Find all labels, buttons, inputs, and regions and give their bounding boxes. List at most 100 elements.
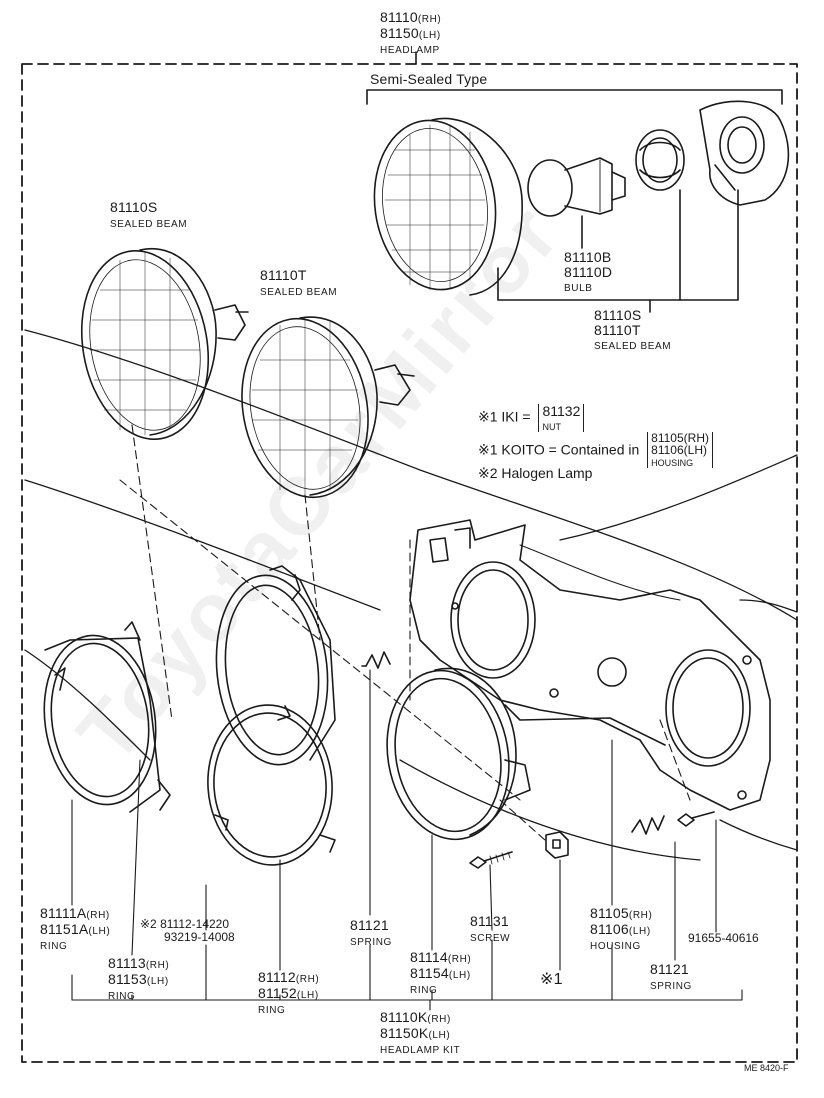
spring-left — [361, 651, 391, 669]
sealed-beam-s — [80, 247, 249, 440]
sealed-t-pn: 81110T — [260, 267, 307, 283]
r81111-a: 81111A — [40, 905, 87, 921]
note-halogen: ※2 Halogen Lamp — [478, 465, 593, 481]
r81112a-b: 93219-14008 — [164, 929, 235, 944]
label-81112: 81112(RH) 81152(LH) RING — [258, 970, 319, 1017]
r81114-a: 81114 — [410, 949, 448, 965]
r81112-rh: (RH) — [295, 974, 320, 985]
note-iki-bracket: 81132 NUT — [538, 403, 585, 432]
sealed-beam-st-label: 81110S 81110T SEALED BEAM — [594, 308, 671, 353]
r81114-b: 81154 — [410, 964, 449, 981]
kit-b: 81150K — [380, 1024, 429, 1041]
r81113-lh: (LH) — [146, 975, 169, 987]
spring-right — [631, 815, 665, 835]
sealed-beam-t — [241, 316, 415, 499]
sealed-st-pn2: 81110T — [594, 321, 641, 338]
body-outline — [24, 329, 798, 861]
r81111-b: 81151A — [40, 920, 89, 937]
note-iki: ※1 IKI = 81132 NUT — [478, 403, 585, 432]
semi-sealed-bracket — [366, 89, 783, 105]
h81105-b: 81106 — [590, 920, 629, 937]
r81111-lh: (LH) — [88, 925, 111, 937]
headlamp-lh-pn: 81150 — [380, 24, 419, 41]
bolt-91655 — [677, 811, 715, 827]
r81113-a: 81113 — [108, 955, 146, 971]
sealed-beam-t-label: 81110T SEALED BEAM — [260, 268, 337, 298]
h81105-a: 81105 — [590, 905, 629, 921]
h81105-lh: (LH) — [628, 925, 651, 937]
label-81114: 81114(RH) 81154(LH) RING — [410, 950, 471, 997]
sealed-st-name: SEALED BEAM — [594, 341, 672, 353]
ring-81111a — [43, 621, 171, 813]
bulb-label: 81110B 81110D BULB — [564, 250, 612, 295]
s81121b-a: 81121 — [650, 961, 689, 977]
headlamp-name: HEADLAMP — [380, 45, 440, 56]
rh-tag: (RH) — [417, 14, 442, 25]
label-mark1: ※1 — [540, 971, 563, 988]
label-81112-14220: ※2 81112-14220 93219-14008 — [140, 918, 235, 943]
ring-81113 — [215, 565, 336, 766]
ring-81112 — [207, 704, 336, 866]
s81121b-name: SPRING — [650, 980, 692, 992]
bulb-socket-cap — [699, 100, 790, 206]
guide-lines — [119, 424, 691, 841]
r81112a-a: 81112-14220 — [160, 917, 230, 931]
note-iki-text: ※1 IKI = — [478, 408, 531, 425]
note-iki-pn: 81132 — [542, 403, 581, 419]
r81113-name: RING — [108, 991, 136, 1002]
assembly-frame — [21, 63, 798, 1063]
r81114-lh: (LH) — [448, 969, 471, 981]
r81111-rh: (RH) — [86, 910, 110, 921]
bulb-pn1: 81110B — [564, 249, 612, 265]
r81112-lh: (LH) — [296, 989, 319, 1001]
bulb-pn2: 81110D — [564, 263, 613, 280]
r81112-a: 81112 — [258, 969, 296, 985]
s81121a-name: SPRING — [350, 936, 392, 948]
note-koito-text: ※1 KOITO = Contained in — [478, 441, 640, 458]
note-koito-bracket: 81105(RH) 81106(LH) HOUSING — [647, 432, 713, 468]
kit-name: HEADLAMP KIT — [380, 1045, 461, 1056]
note-koito-pn2: 81106(LH) — [651, 443, 707, 457]
label-81113: 81113(RH) 81153(LH) RING — [108, 956, 169, 1003]
headlamp-title: 81110(RH) 81150(LH) HEADLAMP — [380, 10, 441, 57]
headlamp-rh-pn: 81110 — [380, 9, 418, 25]
h81105-rh: (RH) — [628, 910, 653, 921]
label-91655: 91655-40616 — [688, 931, 759, 945]
label-81105: 81105(RH) 81106(LH) HOUSING — [590, 906, 652, 953]
r81112-b: 81152 — [258, 984, 297, 1001]
sealed-st-pn1: 81110S — [594, 307, 642, 323]
label-81121-right: 81121 SPRING — [650, 962, 692, 992]
sealed-t-name: SEALED BEAM — [260, 286, 338, 298]
housing — [409, 519, 771, 811]
kit-rh: (RH) — [427, 1014, 451, 1025]
retaining-spring — [635, 129, 685, 191]
sealed-s-pn: 81110S — [110, 199, 158, 215]
label-81111a: 81111A(RH) 81151A(LH) RING — [40, 906, 110, 953]
label-81131: 81131 SCREW — [470, 914, 510, 944]
h81105-name: HOUSING — [590, 941, 641, 952]
r81114-rh: (RH) — [447, 954, 472, 965]
nut-81132 — [545, 831, 569, 859]
semi-sealed-label: Semi-Sealed Type — [370, 71, 488, 87]
bulb-name: BULB — [564, 283, 593, 295]
drawing-code: ME 8420-F — [744, 1063, 789, 1073]
screw-81131 — [469, 851, 513, 869]
leader-lines — [71, 669, 743, 1011]
s81121a-a: 81121 — [350, 917, 389, 933]
r81113-rh: (RH) — [145, 960, 170, 971]
s81131-a: 81131 — [470, 913, 509, 929]
lh-tag: (LH) — [418, 29, 441, 41]
semi-sealed-group-bracket — [497, 189, 739, 313]
r81114-name: RING — [410, 985, 438, 996]
note-koito: ※1 KOITO = Contained in 81105(RH) 81106(… — [478, 432, 713, 468]
note-iki-name: NUT — [542, 422, 561, 432]
kit-lh: (LH) — [428, 1029, 451, 1041]
label-headlamp-kit: 81110K(RH) 81150K(LH) HEADLAMP KIT — [380, 1010, 460, 1057]
sealed-s-name: SEALED BEAM — [110, 218, 188, 230]
ring-81114 — [386, 667, 531, 841]
r81112a-mark: ※2 — [140, 917, 157, 931]
kit-a: 81110K — [380, 1009, 428, 1025]
bulb — [527, 157, 626, 217]
note-koito-name: HOUSING — [651, 458, 694, 468]
